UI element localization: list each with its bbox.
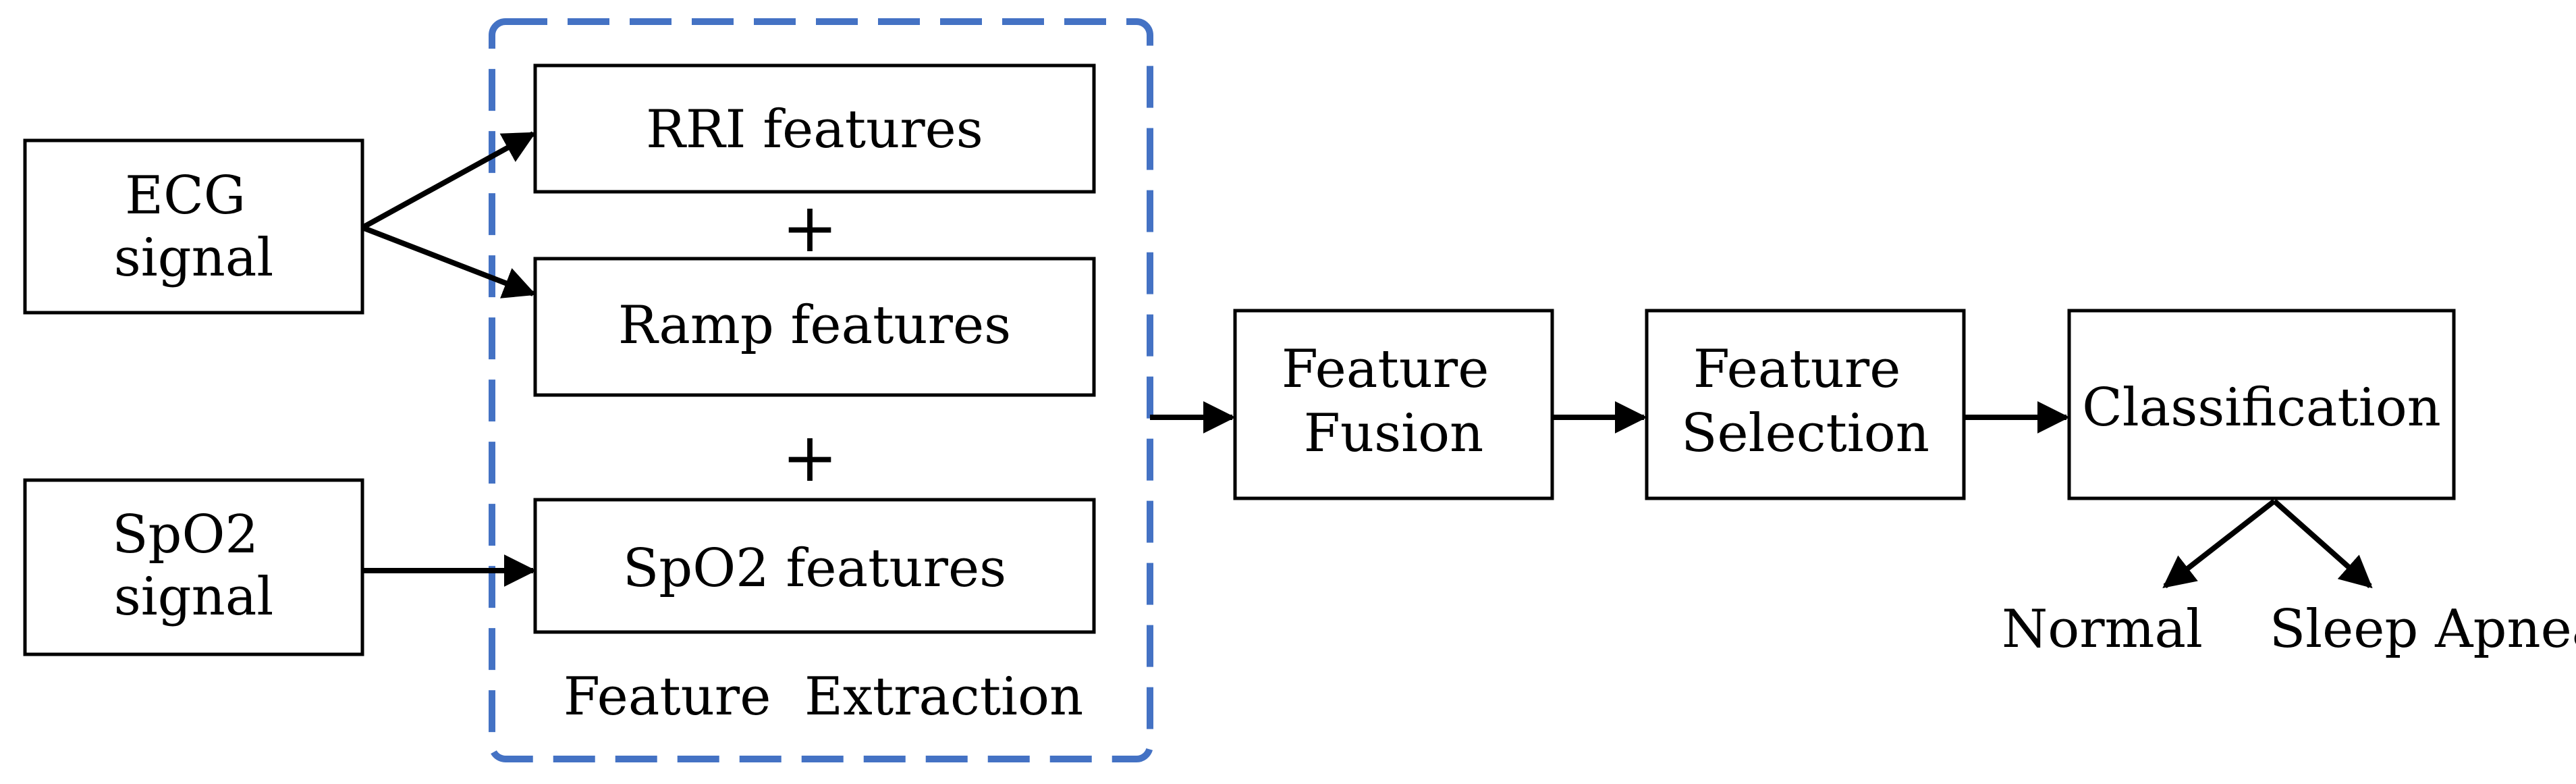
feature-extraction-group xyxy=(489,18,1153,762)
classification-label: Classification xyxy=(2082,377,2441,438)
feature-fusion-label-line1: Feature xyxy=(1282,339,1489,400)
spo2-signal-box xyxy=(23,478,364,656)
ramp-features-box xyxy=(533,257,1096,397)
ecg-signal-label: ECG signal xyxy=(114,165,274,288)
feature-selection-label-line1: Feature xyxy=(1693,339,1901,400)
spo2-signal-label: SpO2 signal xyxy=(112,504,275,627)
spo2-signal-label-line2: signal xyxy=(114,567,274,627)
rri-features-box xyxy=(533,63,1096,194)
classification-to-normal-arrow xyxy=(2162,498,2276,589)
ecg-signal-box xyxy=(23,138,364,315)
ecg-signal-label-line2: signal xyxy=(114,228,274,288)
ecg-signal-label-line1: ECG xyxy=(125,165,246,226)
ecg-to-ramp-arrow xyxy=(361,225,537,298)
feature-fusion-label-line2: Fusion xyxy=(1304,403,1484,464)
feature-extraction-label: Feature Extraction xyxy=(564,667,1083,727)
feature-fusion-box xyxy=(1233,309,1554,500)
spo2-features-label: SpO2 features xyxy=(623,538,1006,599)
sleep-apnea-output-label: Sleep Apnea xyxy=(2270,599,2576,660)
feature-selection-label-line2: Selection xyxy=(1681,403,1929,464)
ramp-features-label: Ramp features xyxy=(618,295,1011,356)
feature-selection-box xyxy=(1645,309,1966,500)
plus-sign-2: + xyxy=(782,418,838,497)
feature-fusion-label: Feature Fusion xyxy=(1282,339,1506,464)
classification-to-apnea-arrow xyxy=(2272,499,2373,589)
classification-box xyxy=(2067,309,2456,500)
feature-selection-label: Feature Selection xyxy=(1681,339,1929,464)
plus-sign-1: + xyxy=(782,188,838,267)
ecg-to-rri-arrow xyxy=(361,131,537,230)
spo2-features-box xyxy=(533,498,1096,634)
normal-output-label: Normal xyxy=(2002,599,2203,660)
spo2-signal-label-line1: SpO2 xyxy=(112,504,258,565)
rri-features-label: RRI features xyxy=(646,99,983,160)
